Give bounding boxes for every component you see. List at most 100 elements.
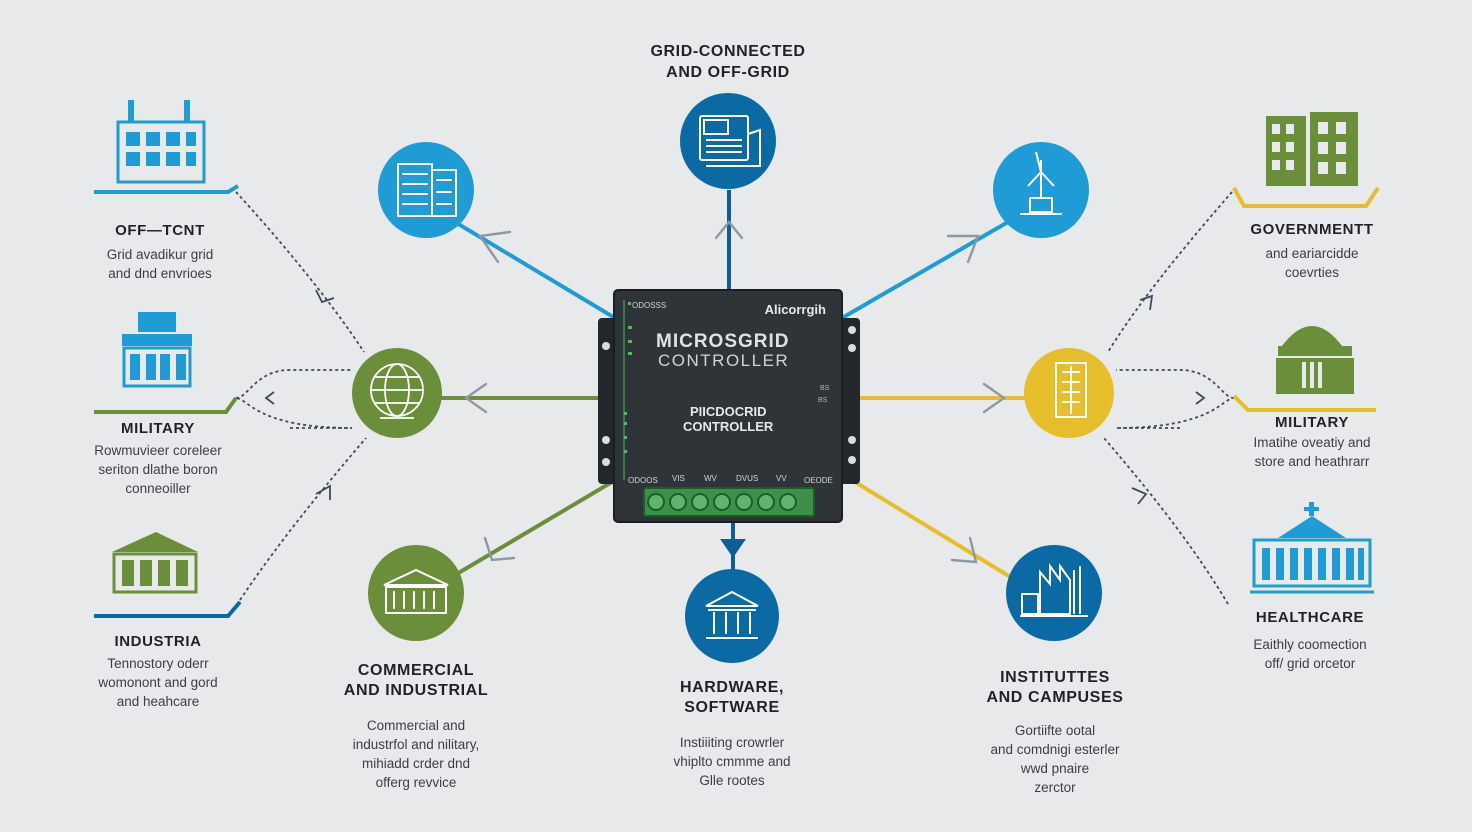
label-top-title-line2: AND OFF-GRID xyxy=(666,64,790,81)
node-lower-left xyxy=(368,545,464,641)
label-bottom-3-desc-line2: and comdnigi esterler xyxy=(990,742,1120,757)
label-left-3-desc-line1: Tennostory oderr xyxy=(107,656,209,671)
arrow-right xyxy=(982,382,1007,414)
dotted-arrow-right-lower xyxy=(1131,487,1148,505)
controller-label-line2: CONTROLLER xyxy=(683,419,774,434)
node-left xyxy=(352,348,442,438)
node-upper-right xyxy=(993,142,1089,238)
dotted-right-upper xyxy=(1107,191,1233,353)
label-bottom-1-desc-line4: offerg revvice xyxy=(375,775,457,790)
controller-side-mark-1: BS xyxy=(820,385,830,392)
dotted-arrowheads xyxy=(264,289,1206,505)
label-bottom-3: INSTITUTTES AND CAMPUSES Gortiifte ootal… xyxy=(955,669,1155,797)
status-leds xyxy=(624,302,632,453)
label-right-1-desc-line2: coevrties xyxy=(1284,265,1340,280)
dotted-arrow-right-middle xyxy=(1195,391,1206,405)
dotted-left-middle xyxy=(235,369,353,429)
terminal-label-3: WV xyxy=(704,474,718,483)
label-bottom-2-desc: Instiiiting crowrler vhiplto cmmme and G… xyxy=(632,733,832,790)
label-right-3-title: HEALTHCARE xyxy=(1255,609,1365,626)
node-lower-right xyxy=(1006,545,1102,641)
controller-side-mark-2: BS xyxy=(818,397,828,404)
label-right-3-desc: Eaithly coomection off/ grid orcetor xyxy=(1210,635,1410,673)
terminal-label-6: OEODE xyxy=(804,476,833,485)
label-bottom-2-title-line1: HARDWARE, xyxy=(679,679,785,696)
label-bottom-1-desc-line3: mihiadd crder dnd xyxy=(361,756,471,771)
terminal-label-4: DVUS xyxy=(736,474,758,483)
label-left-1: OFF—TCNT Grid avadikur grid and dnd envr… xyxy=(60,222,260,283)
dotted-arrow-left-lower xyxy=(315,484,331,500)
label-right-1: GOVERNMENTT and eariarcidde coevrties xyxy=(1212,221,1412,282)
label-right-1-title: GOVERNMENTT xyxy=(1250,221,1374,238)
controller-title-line1: MICROSGRID xyxy=(656,331,790,352)
label-left-2-title: MILITARY xyxy=(121,420,195,437)
label-bottom-1-desc-line2: industrfol and nilitary, xyxy=(352,737,480,752)
control-panel-icon xyxy=(699,115,761,167)
label-bottom-3-desc-line3: wwd pnaire xyxy=(1020,761,1090,776)
controller-brand: Alicorrgih xyxy=(765,302,826,317)
label-bottom-1-title-line2: AND INDUSTRIAL xyxy=(343,682,489,699)
label-right-2-desc-line2: store and heathrarr xyxy=(1254,454,1370,469)
arrow-lower-right xyxy=(950,536,978,564)
arrowheads xyxy=(463,220,1007,564)
label-right-3-desc-line2: off/ grid orcetor xyxy=(1264,656,1356,671)
label-left-2-desc-line3: conneoiller xyxy=(125,481,191,496)
label-bottom-2: HARDWARE, SOFTWARE Instiiiting crowrler … xyxy=(632,679,832,790)
node-top xyxy=(680,93,776,189)
label-bottom-1-desc-line1: Commercial and xyxy=(366,718,466,733)
connector-lower-left xyxy=(448,480,614,580)
arrow-upper-right xyxy=(946,234,980,264)
label-left-2-desc: Rowmuvieer coreleer seriton dlathe boron… xyxy=(58,441,258,498)
arrow-left xyxy=(463,382,488,414)
arrow-bottom xyxy=(720,539,746,558)
terminal-label-5: VV xyxy=(776,474,787,483)
dotted-right-lower xyxy=(1103,437,1229,605)
label-left-3-desc-line2: womonont and gord xyxy=(98,675,218,690)
dotted-arrow-left-middle xyxy=(264,391,275,405)
label-left-1-title: OFF—TCNT xyxy=(115,222,205,239)
label-bottom-3-title-line2: AND CAMPUSES xyxy=(986,689,1124,706)
connector-upper-right xyxy=(840,220,1010,320)
label-bottom-1-desc: Commercial and industrfol and nilitary, … xyxy=(316,716,516,792)
node-right xyxy=(1024,348,1114,438)
server-panel-icon xyxy=(397,163,457,217)
label-bottom-3-desc-line1: Gortiifte ootal xyxy=(1014,723,1096,738)
label-right-3-desc-line1: Eaithly coomection xyxy=(1253,637,1367,652)
factory-building-icon xyxy=(94,532,242,618)
label-bottom-3-title-line1: INSTITUTTES xyxy=(1000,669,1110,686)
dotted-arrow-right-upper xyxy=(1139,294,1154,311)
label-left-1-desc: Grid avadikur grid and dnd envrioes xyxy=(60,245,260,283)
label-right-2: MILITARY Imatihe oveatiy and store and h… xyxy=(1212,414,1412,471)
controller-body xyxy=(613,289,843,523)
globe-icon xyxy=(370,363,424,419)
controller-label-line1: PIICDOCRID xyxy=(690,404,767,419)
label-top: GRID-CONNECTED AND OFF-GRID xyxy=(610,43,846,82)
label-bottom-1: COMMERCIAL AND INDUSTRIAL Commercial and… xyxy=(316,662,516,792)
label-bottom-3-desc-line4: zerctor xyxy=(1034,780,1076,795)
label-right-2-desc-line1: Imatihe oveatiy and xyxy=(1253,435,1371,450)
label-left-3-desc-line3: and heahcare xyxy=(116,694,200,709)
terminal-label-2: VIS xyxy=(672,474,685,483)
label-bottom-2-desc-line1: Instiiiting crowrler xyxy=(679,735,785,750)
label-left-1-desc-line2: and dnd envrioes xyxy=(108,266,212,281)
hospital-building-icon xyxy=(1250,502,1374,594)
office-building-icon xyxy=(94,100,240,194)
domed-building-icon xyxy=(1232,326,1376,412)
label-left-3-title: INDUSTRIA xyxy=(114,633,202,650)
controller-title-line2: CONTROLLER xyxy=(658,351,789,370)
connector-lower-right xyxy=(853,480,1014,580)
terminal-label-1: ODOOS xyxy=(628,476,658,485)
label-bottom-2-title-line2: SOFTWARE xyxy=(684,699,780,716)
commercial-building-icon xyxy=(383,568,449,614)
label-right-2-desc: Imatihe oveatiy and store and heathrarr xyxy=(1212,433,1412,471)
dotted-left-lower xyxy=(239,437,367,601)
label-left-2-desc-line1: Rowmuvieer coreleer xyxy=(94,443,222,458)
label-bottom-1-title-line1: COMMERCIAL xyxy=(357,662,475,679)
node-bottom xyxy=(685,569,779,663)
label-right-1-desc-line1: and eariarcidde xyxy=(1265,246,1359,261)
label-left-3-desc: Tennostory oderr womonont and gord and h… xyxy=(58,654,258,711)
arrow-upper-left xyxy=(477,230,512,264)
dotted-left-upper xyxy=(235,191,365,353)
government-building-icon xyxy=(1232,112,1380,208)
